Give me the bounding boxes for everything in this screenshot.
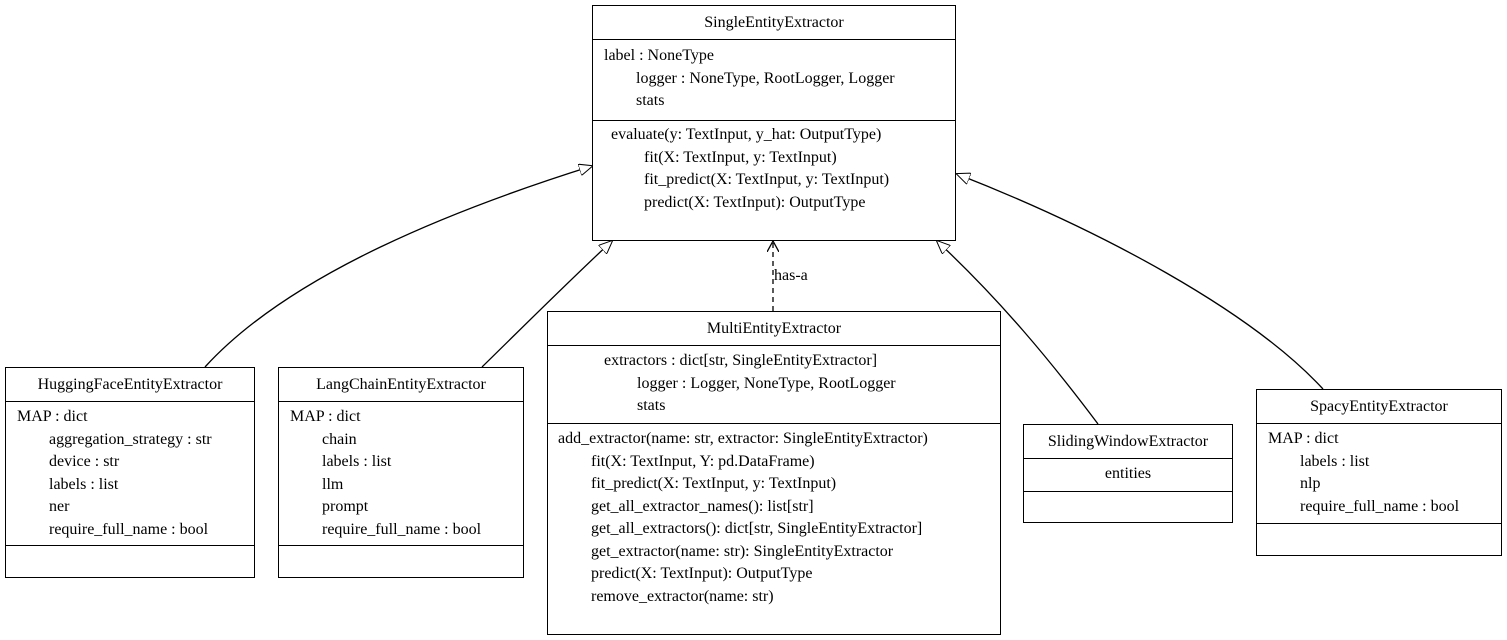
attribute: labels : list — [1300, 452, 1370, 470]
inherit-edge-spacy — [957, 174, 1324, 390]
attributes-section: MAP : dict aggregation_strategy : str de… — [6, 402, 254, 546]
attribute: stats — [636, 92, 665, 109]
attribute: require_full_name : bool — [1300, 497, 1460, 515]
attribute: prompt — [322, 498, 369, 515]
class-multi-entity-extractor: MultiEntityExtractor extractors : dict[s… — [547, 311, 1001, 635]
inherit-edge-langchain — [481, 241, 612, 368]
attributes-section: extractors : dict[str, SingleEntityExtra… — [548, 346, 1000, 424]
class-name: SingleEntityExtractor — [593, 6, 955, 40]
attribute: require_full_name : bool — [322, 520, 482, 538]
attribute: MAP : dict — [17, 408, 88, 425]
attribute: ner — [49, 498, 70, 515]
method: predict(X: TextInput): OutputType — [644, 193, 866, 211]
inherit-edge-slidingwindow — [937, 241, 1099, 425]
class-name: LangChainEntityExtractor — [279, 368, 523, 402]
attribute: chain — [322, 430, 357, 448]
class-name: MultiEntityExtractor — [548, 312, 1000, 346]
method: get_extractor(name: str): SingleEntityEx… — [591, 542, 894, 560]
attribute: device : str — [49, 453, 120, 470]
attribute: entities — [1104, 465, 1152, 482]
method: fit(X: TextInput, Y: pd.DataFrame) — [591, 452, 815, 470]
method: fit(X: TextInput, y: TextInput) — [644, 148, 837, 166]
attribute: label : NoneType — [604, 47, 714, 64]
class-name: HuggingFaceEntityExtractor — [6, 368, 254, 402]
methods-section: add_extractor(name: str, extractor: Sing… — [548, 424, 1000, 608]
attribute: logger : NoneType, RootLogger, Logger — [636, 69, 895, 87]
attribute: llm — [322, 475, 344, 493]
class-huggingface-entity-extractor: HuggingFaceEntityExtractor MAP : dict ag… — [5, 367, 255, 578]
attribute: labels : list — [49, 475, 119, 493]
attributes-section: MAP : dict labels : list nlp require_ful… — [1257, 424, 1501, 524]
class-spacy-entity-extractor: SpacyEntityExtractor MAP : dict labels :… — [1256, 389, 1502, 556]
attribute: extractors : dict[str, SingleEntityExtra… — [604, 352, 878, 369]
attribute: require_full_name : bool — [49, 520, 209, 538]
method: add_extractor(name: str, extractor: Sing… — [558, 430, 928, 447]
has-a-label: has-a — [774, 267, 808, 285]
class-name: SpacyEntityExtractor — [1257, 390, 1501, 424]
class-single-entity-extractor: SingleEntityExtractor label : NoneType l… — [592, 5, 956, 241]
method: evaluate(y: TextInput, y_hat: OutputType… — [611, 126, 882, 143]
method: predict(X: TextInput): OutputType — [591, 565, 813, 582]
attributes-section: label : NoneType logger : NoneType, Root… — [593, 40, 955, 121]
class-name: SlidingWindowExtractor — [1024, 425, 1232, 459]
method: fit_predict(X: TextInput, y: TextInput) — [644, 171, 890, 188]
methods-section: evaluate(y: TextInput, y_hat: OutputType… — [593, 121, 955, 214]
method: get_all_extractors(): dict[str, SingleEn… — [591, 520, 923, 537]
attribute: logger : Logger, NoneType, RootLogger — [637, 374, 896, 392]
method: get_all_extractor_names(): list[str] — [591, 497, 814, 515]
attributes-section: MAP : dict chain labels : list llm promp… — [279, 402, 523, 546]
attribute: stats — [637, 397, 666, 414]
attributes-section: entities — [1024, 459, 1232, 492]
class-langchain-entity-extractor: LangChainEntityExtractor MAP : dict chai… — [278, 367, 524, 578]
attribute: labels : list — [322, 453, 392, 470]
class-sliding-window-extractor: SlidingWindowExtractor entities — [1023, 424, 1233, 523]
method: remove_extractor(name: str) — [591, 587, 774, 605]
attribute: MAP : dict — [290, 408, 361, 425]
method: fit_predict(X: TextInput, y: TextInput) — [591, 475, 837, 492]
inherit-edge-huggingface — [204, 166, 592, 368]
attribute: MAP : dict — [1268, 430, 1339, 447]
attribute: nlp — [1300, 475, 1321, 492]
attribute: aggregation_strategy : str — [49, 430, 212, 448]
